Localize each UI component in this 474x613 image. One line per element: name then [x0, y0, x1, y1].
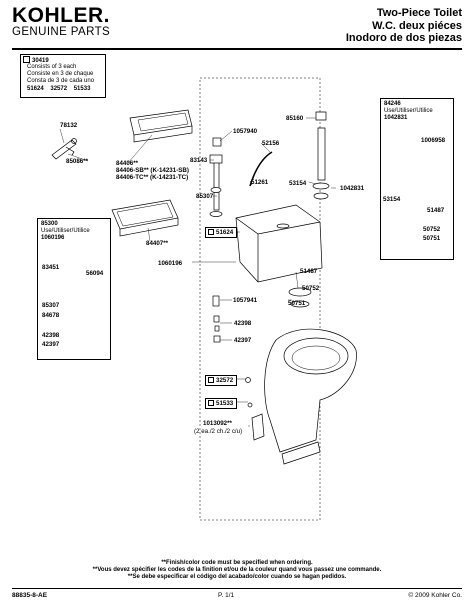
footer-rule	[12, 588, 462, 589]
label-1060196: 1060196	[158, 260, 183, 267]
toilet-tank-icon	[235, 204, 323, 283]
kit-line-2: Consiste en 3 de chaque	[27, 71, 94, 77]
label-51487-right: 51487	[427, 207, 445, 214]
tank-lid-icon	[129, 109, 193, 143]
title-es: Inodoro de dos piezas	[345, 32, 462, 44]
label-84406-sb: 84406-SB** (K-14231-SB)	[116, 167, 189, 174]
bolt-cap-icon	[251, 413, 265, 441]
brand-name: KOHLER.	[12, 4, 110, 27]
label-32572: 32572	[205, 375, 238, 386]
tank-bolts-icon	[212, 295, 221, 343]
title-fr: W.C. deux piéces	[372, 19, 462, 32]
label-1057941: 1057941	[233, 297, 258, 304]
checkbox-icon	[208, 377, 214, 383]
label-51533-text: 51533	[216, 400, 234, 407]
assembly-outline	[199, 77, 321, 521]
label-50751-center: 50751	[288, 300, 306, 307]
ordering-notes: **Finish/color code must be specified wh…	[0, 560, 474, 582]
label-51624-text: 51624	[216, 229, 234, 236]
label-84407: 84407**	[146, 240, 169, 247]
right-box-84246: 84246 Use/Utiliser/Utilice 1042831	[380, 98, 454, 260]
right-box-part: 84246	[384, 101, 401, 107]
label-53154-center: 53154	[289, 180, 307, 187]
left-box-part: 85300	[41, 221, 58, 227]
label-50752-center: 50752	[302, 285, 320, 292]
label-52156: 52156	[262, 140, 280, 147]
label-1013092-qty: (2 ea./2 ch./2 c/u)	[194, 428, 243, 435]
checkbox-icon	[23, 56, 30, 63]
document-number: 88835-8-AE	[12, 592, 48, 599]
kohler-logo: KOHLER. GENUINE PARTS	[12, 4, 111, 39]
label-51261: 51261	[251, 179, 269, 186]
kit-box-30419: 30419 Consists of 3 each Consiste en 3 d…	[20, 54, 106, 98]
left-box-use: Use/Utiliser/Utilice	[41, 228, 90, 234]
label-84406: 84406**	[116, 160, 139, 167]
label-85307-center: 85307	[196, 193, 214, 200]
kit-part-number: 30419	[32, 58, 49, 64]
label-51487-center: 51487	[300, 268, 318, 275]
note-fr: **Vous devez spécifier les codes de la f…	[92, 567, 382, 574]
label-42398-center: 42398	[234, 320, 252, 327]
note-es: **Se debe especificar el código del acab…	[127, 574, 347, 581]
label-42397-left: 42397	[42, 341, 60, 348]
fill-valve-icon	[209, 137, 223, 217]
label-1057940: 1057940	[233, 128, 258, 135]
label-78132: 78132	[60, 122, 78, 129]
kit-parts-list: 51624 32572 51533	[27, 86, 90, 93]
document-title: Two-Piece Toilet W.C. deux piéces Inodor…	[346, 7, 462, 45]
label-51533: 51533	[205, 398, 238, 409]
label-83143: 83143	[190, 157, 208, 164]
label-85307-left: 85307	[42, 302, 60, 309]
tank-cover-icon	[111, 199, 179, 237]
label-42397-center: 42397	[234, 337, 252, 344]
right-box-ref: 1042831	[384, 115, 408, 121]
label-42398-left: 42398	[42, 332, 60, 339]
label-51624: 51624	[205, 227, 238, 238]
label-1042831: 1042831	[340, 185, 365, 192]
label-84678: 84678	[42, 312, 60, 319]
copyright: © 2009 Kohler Co.	[408, 592, 462, 599]
left-box-85300: 85300 Use/Utiliser/Utilice 1060196	[37, 218, 111, 360]
refill-tube-icon	[249, 151, 273, 187]
kit-part-c: 51533	[73, 86, 91, 92]
label-83451: 83451	[42, 264, 60, 271]
label-85160: 85160	[286, 115, 304, 122]
brand-subtitle: GENUINE PARTS	[12, 26, 111, 38]
label-56094: 56094	[86, 270, 104, 277]
label-1013092: 1013092**	[203, 420, 232, 427]
trip-lever-icon	[51, 138, 77, 160]
label-32572-text: 32572	[216, 377, 234, 384]
checkbox-icon	[208, 229, 214, 235]
label-50752-right: 50752	[423, 226, 441, 233]
label-50751-right: 50751	[423, 235, 441, 242]
label-1006958: 1006958	[421, 137, 446, 144]
label-84406-tc: 84406-TC** (K-14231-TC)	[116, 174, 189, 181]
gasket-icon	[288, 287, 312, 297]
header-rule	[12, 48, 462, 50]
kit-part-a: 51624	[27, 86, 44, 92]
label-85086: 85086**	[66, 158, 89, 165]
note-en: **Finish/color code must be specified wh…	[161, 560, 313, 566]
kit-part-b: 32572	[50, 86, 68, 92]
right-box-use: Use/Utiliser/Utilice	[384, 108, 433, 114]
label-53154-right: 53154	[383, 196, 401, 203]
checkbox-icon	[208, 400, 214, 406]
page-number: P. 1/1	[218, 592, 235, 599]
title-en: Two-Piece Toilet	[376, 7, 462, 19]
toilet-bowl-icon	[264, 328, 357, 465]
kit-line-3: Consta de 3 de cada uno	[27, 78, 95, 84]
flush-valve-icon	[312, 111, 330, 200]
left-box-ref: 1060196	[41, 235, 65, 241]
kit-line-1: Consists of 3 each	[27, 64, 77, 70]
